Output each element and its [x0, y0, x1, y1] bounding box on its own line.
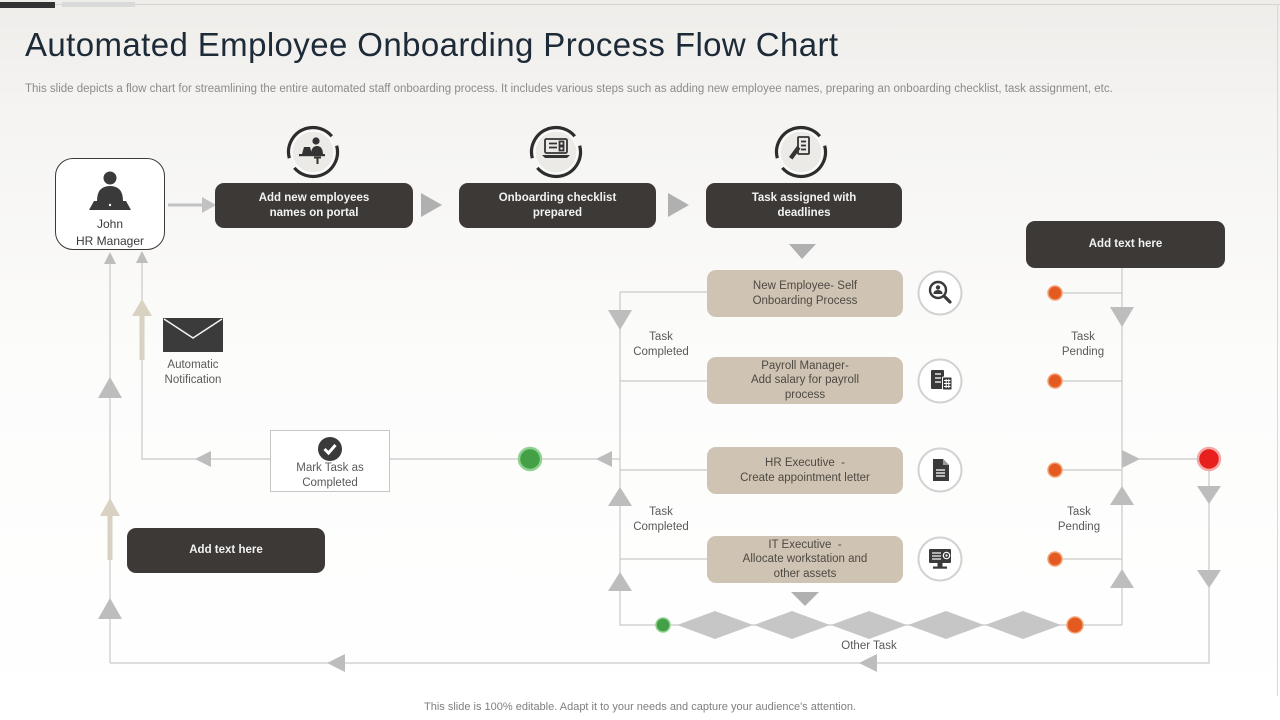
top-border-gray-segment: [62, 2, 135, 7]
mark-task-label: Mark Task as Completed: [296, 462, 364, 490]
monitor-gear-icon: [917, 536, 963, 587]
task-pending-label-2: Task Pending: [1057, 506, 1101, 533]
feedback-arrows-tan: [100, 299, 152, 560]
right-border-line: [1277, 4, 1278, 696]
actor-role: HR Manager: [75, 234, 145, 248]
step-box-add-employees[interactable]: Add new employees names on portal: [215, 183, 413, 228]
status-dot-orange-4: [1047, 551, 1063, 567]
page-subtitle: This slide depicts a flow chart for stre…: [25, 83, 1113, 95]
task-box-label: New Employee- Self Onboarding Process: [752, 280, 858, 307]
top-border-dark-segment: [0, 2, 55, 8]
ledger-calculator-icon: [917, 358, 963, 409]
task-box-self-onboarding[interactable]: New Employee- Self Onboarding Process: [707, 270, 903, 317]
status-dot-orange-other-task: [1066, 616, 1084, 634]
status-dot-orange-3: [1047, 462, 1063, 478]
laptop-checklist-icon: [528, 124, 584, 185]
add-text-box-bottom-left[interactable]: Add text here: [127, 528, 325, 573]
task-box-label: Payroll Manager- Add salary for payroll …: [750, 359, 860, 401]
envelope-icon: [163, 318, 223, 357]
person-at-desk-icon: [285, 124, 341, 185]
search-person-icon: [917, 270, 963, 321]
task-box-label: HR Executive - Create appointment letter: [740, 457, 870, 484]
automatic-notification-label: Automatic Notification: [164, 359, 222, 386]
add-text-label: Add text here: [189, 544, 263, 557]
task-box-payroll-manager[interactable]: Payroll Manager- Add salary for payroll …: [707, 357, 903, 404]
document-icon: [917, 447, 963, 498]
actor-name: John: [96, 217, 124, 231]
add-text-box-top-right[interactable]: Add text here: [1026, 221, 1225, 268]
status-dot-red: [1196, 446, 1222, 472]
step-box-label: Task assigned with deadlines: [751, 191, 857, 219]
task-box-it-executive[interactable]: IT Executive - Allocate workstation and …: [707, 536, 903, 583]
task-completed-label-2: Task Completed: [633, 506, 689, 533]
step-box-label: Add new employees names on portal: [258, 191, 370, 219]
footer-note: This slide is 100% editable. Adapt it to…: [424, 701, 856, 713]
step-box-onboarding-checklist[interactable]: Onboarding checklist prepared: [459, 183, 656, 228]
status-dot-orange-1: [1047, 285, 1063, 301]
task-box-hr-executive[interactable]: HR Executive - Create appointment letter: [707, 447, 903, 494]
status-dot-green-large: [517, 446, 543, 472]
task-pending-label-1: Task Pending: [1061, 331, 1105, 358]
status-dot-green-small: [655, 617, 671, 633]
task-signing-icon: [773, 124, 829, 185]
page-title: Automated Employee Onboarding Process Fl…: [25, 26, 839, 63]
mark-task-completed-box[interactable]: Mark Task as Completed: [270, 430, 390, 492]
actor-card[interactable]: John HR Manager: [55, 158, 165, 250]
top-border-line: [0, 4, 1280, 5]
person-laptop-icon: [89, 171, 131, 210]
other-task-diamonds: [677, 611, 1061, 639]
connector-lines: [109, 203, 1210, 664]
task-completed-label-1: Task Completed: [633, 331, 689, 358]
step-box-task-assigned[interactable]: Task assigned with deadlines: [706, 183, 902, 228]
arrowheads: [98, 193, 1221, 672]
check-icon: [318, 437, 342, 461]
other-task-label: Other Task: [841, 640, 897, 652]
add-text-label: Add text here: [1088, 238, 1163, 251]
task-box-label: IT Executive - Allocate workstation and …: [742, 538, 868, 580]
status-dot-orange-2: [1047, 373, 1063, 389]
step-box-label: Onboarding checklist prepared: [498, 191, 617, 219]
